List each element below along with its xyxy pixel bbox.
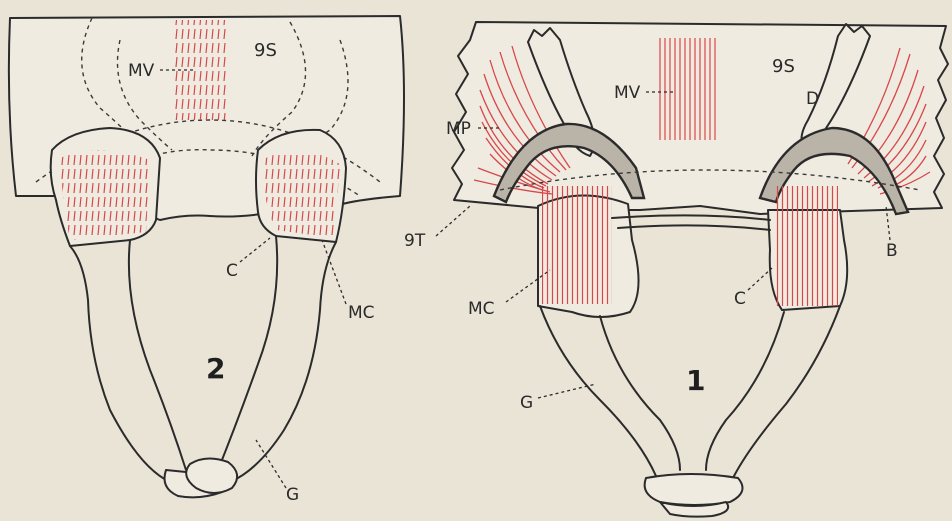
fig2-gonopod-left-arm [70,246,170,482]
fig1-gonopod-left-arm [540,306,656,476]
fig1-gonopod-right-inner [706,312,784,470]
fig1-label-g: G [520,393,533,413]
figure-1: 9S MV D MP 9T B MC C 1 G [404,22,948,517]
fig2-label-c: C [226,261,238,281]
fig1-bridge [612,215,770,230]
fig1-label-9s: 9S [772,56,795,77]
fig1-left-coxite-muscle [542,186,612,304]
fig2-label-g: G [286,485,299,505]
fig1-label-mp: MP [446,119,471,139]
fig2-number: 2 [206,352,225,385]
fig1-label-mv: MV [614,83,641,103]
fig1-label-b: B [886,241,898,261]
fig1-leader-g [538,384,596,398]
fig2-leader-c [240,238,270,262]
fig2-label-9s: 9S [254,40,277,61]
fig1-gonopod-tip [645,474,743,505]
fig2-mv-muscle [174,20,226,120]
fig1-label-c: C [734,289,746,309]
fig1-right-coxite-muscle [776,186,838,306]
fig1-leader-b [886,206,890,240]
fig1-label-mc: MC [468,299,495,319]
fig1-leader-c [748,268,772,290]
fig1-leader-9t [436,206,470,236]
fig2-label-mv: MV [128,61,155,81]
figure-2: 9S MV C MC 2 G [9,16,404,505]
fig1-label-d: D [806,89,819,109]
fig1-label-9t: 9T [404,231,426,251]
fig2-label-mc: MC [348,303,375,323]
fig2-gonopod-right-arm [230,242,336,482]
fig2-gonopod-left-inner [129,240,186,470]
fig1-gonopod-right-arm [734,306,840,476]
fig2-left-coxite-muscle [60,150,150,240]
fig1-number: 1 [686,364,705,397]
